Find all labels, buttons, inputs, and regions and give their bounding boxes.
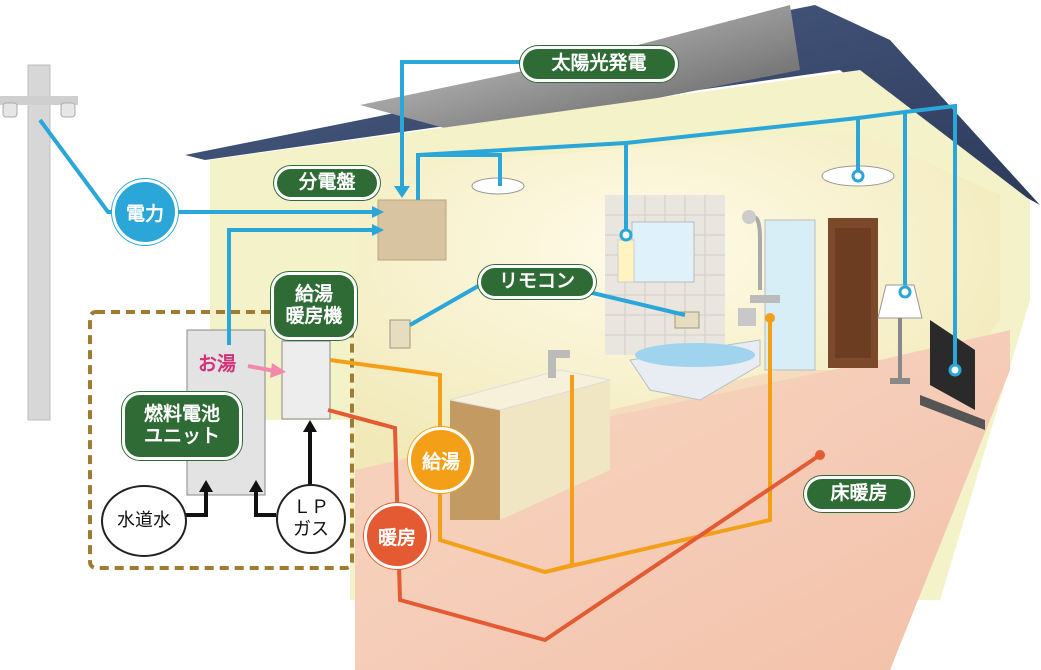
fuel-cell-unit-label: 燃料電池ユニット	[122, 392, 242, 460]
utility-pole	[0, 64, 78, 421]
heating-label: 暖房	[364, 503, 430, 569]
water-heater-label: 給湯暖房機	[271, 272, 357, 340]
distribution-panel-box	[377, 199, 447, 261]
fuel-cell-system-boundary	[88, 310, 354, 570]
heating-lines	[327, 408, 822, 643]
power-label: 電力	[112, 179, 178, 245]
hot-water-flow-label: お湯	[198, 353, 237, 375]
remote-kitchen	[389, 319, 411, 349]
house-body	[210, 70, 1030, 670]
kitchen-faucet	[548, 350, 570, 358]
tap-water-label: 水道水	[101, 485, 187, 557]
hot-water-supply-label: 給湯	[408, 427, 474, 493]
water-heater-unit-body	[281, 340, 331, 420]
hot-water-lines	[329, 318, 772, 575]
bathroom-mirror	[631, 221, 695, 283]
solar-power-label: 太陽光発電	[520, 46, 678, 82]
electric-lines	[38, 60, 957, 370]
floor-heating-label: 床暖房	[804, 476, 914, 512]
remote-control-label: リモコン	[478, 265, 596, 299]
distribution-panel-label: 分電盤	[274, 166, 380, 200]
